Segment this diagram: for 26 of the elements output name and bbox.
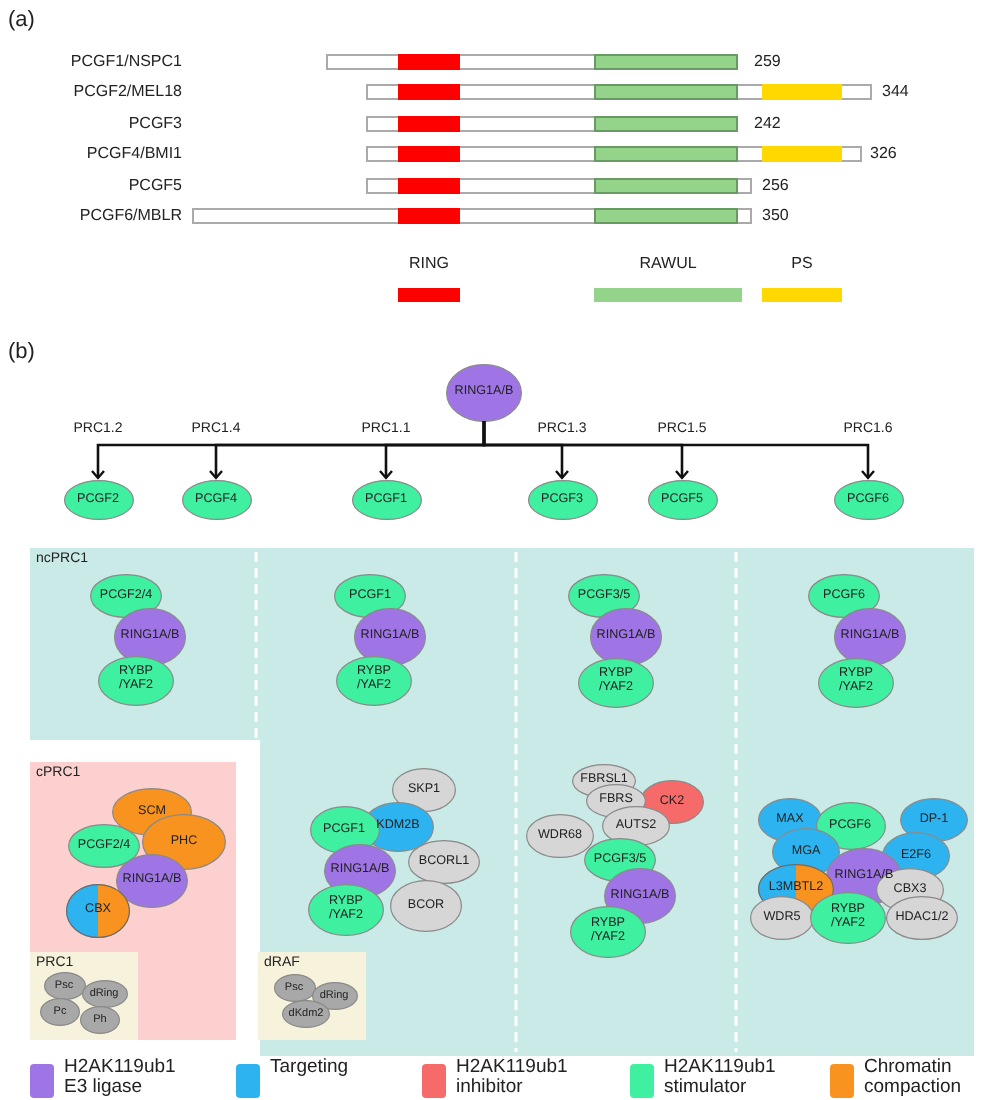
- protein-name: PCGF4/BMI1: [86, 144, 182, 162]
- arrow: [482, 421, 876, 480]
- protein-name: PCGF2/MEL18: [73, 82, 182, 100]
- protein-name: PCGF6/MBLR: [79, 206, 182, 224]
- legend-label: H2AK119ub1 stimulator: [664, 1058, 778, 1098]
- legend-label: RAWUL: [639, 254, 697, 272]
- protein-length: 256: [762, 176, 789, 194]
- legend-label: PS: [791, 254, 813, 272]
- panel-background: [30, 952, 138, 1040]
- protein-length: 344: [882, 82, 909, 100]
- legend-label: H2AK119ub1 E3 ligase: [64, 1058, 178, 1098]
- panel-background: [258, 952, 366, 1040]
- protein-name: PCGF5: [128, 176, 182, 194]
- protein-name: PCGF3: [128, 114, 182, 132]
- legend-label: RING: [409, 254, 449, 272]
- legend-label: Targeting: [270, 1058, 351, 1078]
- panel-letter: (a): [8, 8, 35, 32]
- protein-length: 259: [754, 52, 781, 70]
- protein-length: 242: [754, 114, 781, 132]
- protein-length: 326: [870, 144, 897, 162]
- panel-letter: (b): [8, 340, 35, 364]
- protein-length: 350: [762, 206, 789, 224]
- panel-background: [30, 762, 236, 1040]
- legend-label: Chromatin compaction: [864, 1058, 964, 1098]
- legend-label: H2AK119ub1 inhibitor: [456, 1058, 570, 1098]
- protein-name: PCGF1/NSPC1: [70, 52, 182, 70]
